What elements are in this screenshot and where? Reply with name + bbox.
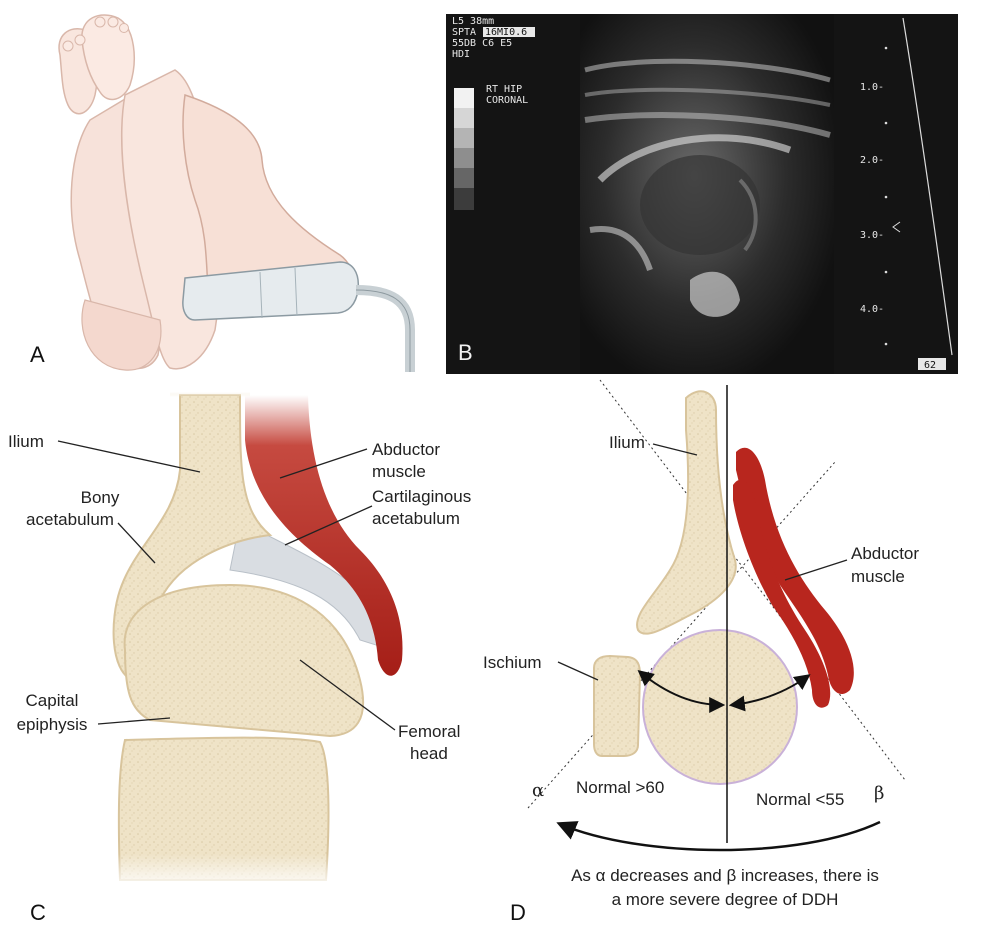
- label-d-ilium: Ilium: [609, 433, 645, 452]
- grayscale-bar: [454, 88, 474, 210]
- label-c-capital-2: epiphysis: [17, 715, 88, 734]
- panel-c-anatomy: Ilium Bony acetabulum Abductor muscle Ca…: [8, 392, 471, 925]
- label-c-abductor-1: Abductor: [372, 440, 440, 459]
- panel-d-angles: Ilium Abductor muscle Ischium α β Normal…: [483, 380, 919, 925]
- label-c-cart-2: acetabulum: [372, 509, 460, 528]
- label-normal-beta: Normal <55: [756, 790, 844, 809]
- panel-label-b: B: [458, 340, 473, 365]
- depth-tick-1: 1.0-: [860, 82, 884, 93]
- label-c-femoral-2: head: [410, 744, 448, 763]
- caption-line-1: As α decreases and β increases, there is: [571, 866, 879, 885]
- label-d-abductor-1: Abductor: [851, 544, 919, 563]
- label-c-capital-1: Capital: [26, 691, 79, 710]
- direction-arrow: [560, 822, 880, 850]
- panel-label-c: C: [30, 900, 46, 925]
- label-c-cart-1: Cartilaginous: [372, 487, 471, 506]
- depth-tick-4: 4.0-: [860, 304, 884, 315]
- label-c-ilium: Ilium: [8, 432, 44, 451]
- d-ilium-shape: [637, 391, 736, 633]
- us-header-inset: 16MI0.6: [485, 27, 527, 38]
- femoral-head-shape: [125, 585, 364, 736]
- d-femoral-head: [643, 630, 797, 784]
- label-c-bony-2: acetabulum: [26, 510, 114, 529]
- depth-tick-3: 3.0-: [860, 230, 884, 241]
- us-header-line-3: 55DB C6 E5: [452, 38, 512, 49]
- depth-tick-2: 2.0-: [860, 155, 884, 166]
- us-header-line-2: SPTA: [452, 27, 476, 38]
- panel-a-illustration: A: [30, 15, 410, 372]
- panel-b-ultrasound: L5 38mm SPTA 16MI0.6 55DB C6 E5 HDI RT H…: [446, 14, 958, 374]
- us-view-line-1: RT HIP: [486, 84, 522, 95]
- label-c-abductor-2: muscle: [372, 462, 426, 481]
- label-beta: β: [874, 783, 884, 804]
- label-alpha: α: [532, 780, 544, 801]
- label-d-abductor-2: muscle: [851, 567, 905, 586]
- label-c-bony-1: Bony: [81, 488, 120, 507]
- us-header-line-4: HDI: [452, 49, 470, 60]
- panel-label-a: A: [30, 342, 45, 367]
- d-ischium-shape: [594, 656, 640, 756]
- us-header-line-1: L5 38mm: [452, 16, 494, 27]
- us-corner-code: 62: [924, 360, 936, 371]
- label-normal-alpha: Normal >60: [576, 778, 664, 797]
- label-d-ischium: Ischium: [483, 653, 542, 672]
- caption-line-2: a more severe degree of DDH: [612, 890, 839, 909]
- probe-cable: [356, 290, 410, 372]
- us-view-line-2: CORONAL: [486, 95, 528, 106]
- panel-label-d: D: [510, 900, 526, 925]
- label-c-femoral-1: Femoral: [398, 722, 460, 741]
